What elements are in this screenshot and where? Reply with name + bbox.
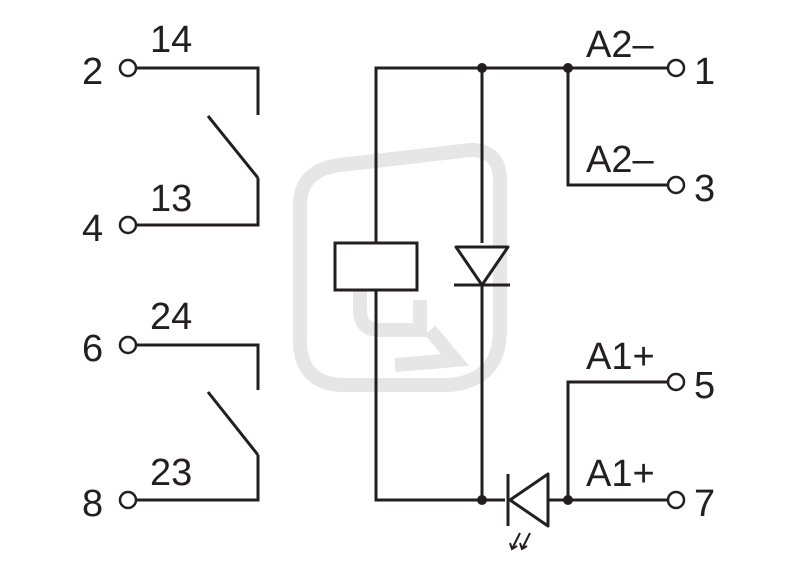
coil-top-wire <box>374 66 568 243</box>
a2-minus-label-1: A2– <box>586 24 654 66</box>
pin-7-label: 7 <box>694 483 715 525</box>
terminal-pin-5 <box>666 372 686 392</box>
coil-circuit <box>333 63 573 551</box>
contact-13-label: 13 <box>150 178 192 220</box>
watermark-logo <box>293 142 507 392</box>
pin-8-label: 8 <box>82 483 103 525</box>
pin-4-label: 4 <box>82 208 103 250</box>
suppression-diode <box>454 245 510 287</box>
terminal-pin-1 <box>666 58 686 78</box>
contact-set-1: 2 14 4 13 <box>82 19 260 250</box>
terminal-pin-2 <box>118 58 138 78</box>
terminal-pin-7 <box>666 490 686 510</box>
pin-6-label: 6 <box>82 328 103 370</box>
coil-bottom-wire <box>374 290 482 502</box>
junction-dot <box>477 495 487 505</box>
terminal-5-wire <box>566 380 668 500</box>
junction-dot <box>477 63 487 73</box>
contact-14-wire <box>136 66 260 115</box>
terminal-pin-6 <box>118 335 138 355</box>
light-emission-icon <box>509 532 531 551</box>
led-indicator <box>506 472 550 528</box>
switch-blade-2 <box>206 391 260 456</box>
a2-minus-label-3: A2– <box>586 139 654 181</box>
contact-13-wire <box>136 178 260 227</box>
contact-24-label: 24 <box>150 296 192 338</box>
a1-plus-label-5: A1+ <box>586 336 655 378</box>
pin-1-label: 1 <box>694 51 715 93</box>
terminal-pin-4 <box>118 215 138 235</box>
pin-3-label: 3 <box>694 168 715 210</box>
terminal-3-wire <box>566 68 668 187</box>
pin-5-label: 5 <box>694 365 715 407</box>
contact-23-label: 23 <box>150 452 192 494</box>
terminal-pin-3 <box>666 175 686 195</box>
right-terminals: A2– 1 A2– 3 A1+ 5 A1+ 7 <box>566 24 715 525</box>
a1-plus-label-7: A1+ <box>586 453 655 495</box>
switch-blade-1 <box>206 115 260 179</box>
contact-14-label: 14 <box>150 19 192 61</box>
contact-23-wire <box>136 455 260 502</box>
contact-24-wire <box>136 343 260 390</box>
terminal-pin-8 <box>118 490 138 510</box>
relay-coil <box>333 241 419 292</box>
contact-set-2: 6 24 8 23 <box>82 296 260 525</box>
pin-2-label: 2 <box>82 51 103 93</box>
